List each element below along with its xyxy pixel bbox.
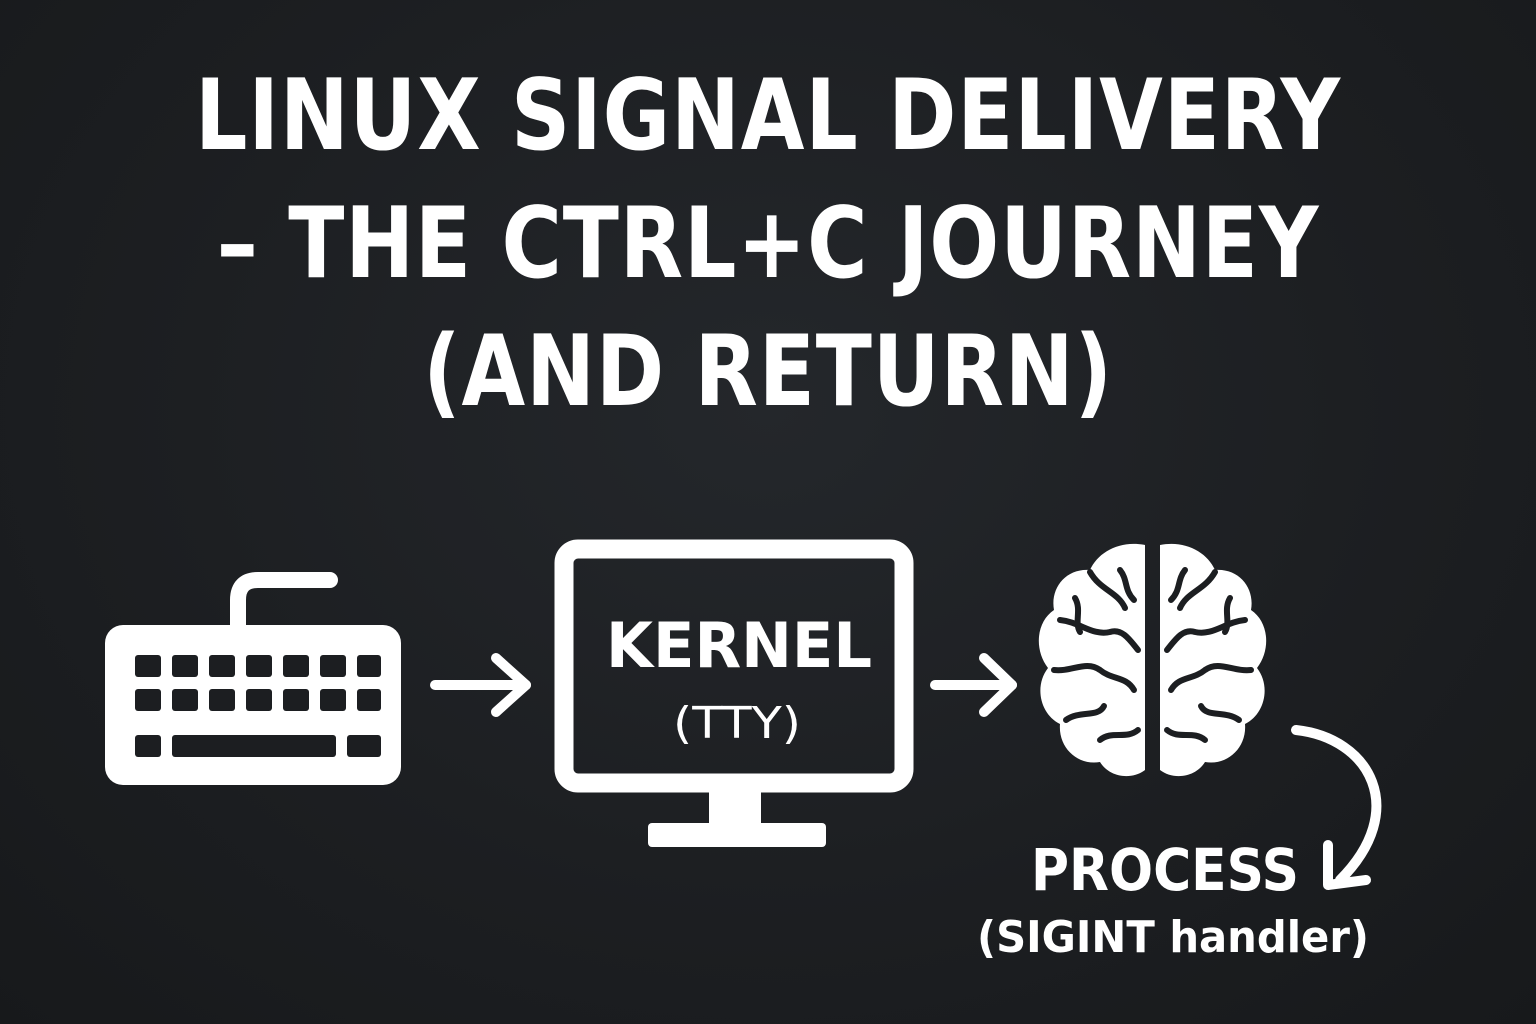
title-line-2: – THE CTRL+C JOURNEY: [216, 187, 1320, 301]
keyboard-icon: [105, 572, 401, 785]
kernel-label: KERNEL: [606, 609, 872, 682]
monitor-icon: [554, 539, 914, 847]
process-label: PROCESS: [1031, 836, 1299, 904]
title-line-3: (AND RETURN): [423, 315, 1113, 429]
title-line-1: LINUX SIGNAL DELIVERY: [195, 59, 1341, 173]
arrow-right-icon: [430, 653, 531, 717]
diagram-title: LINUX SIGNAL DELIVERY – THE CTRL+C JOURN…: [0, 52, 1536, 436]
kernel-sublabel: (TTY): [673, 698, 801, 749]
arrow-right-icon: [930, 653, 1017, 717]
process-sublabel: (SIGINT handler): [977, 912, 1369, 963]
curved-arrow-icon: [1291, 725, 1382, 890]
brain-icon: [1038, 543, 1267, 777]
